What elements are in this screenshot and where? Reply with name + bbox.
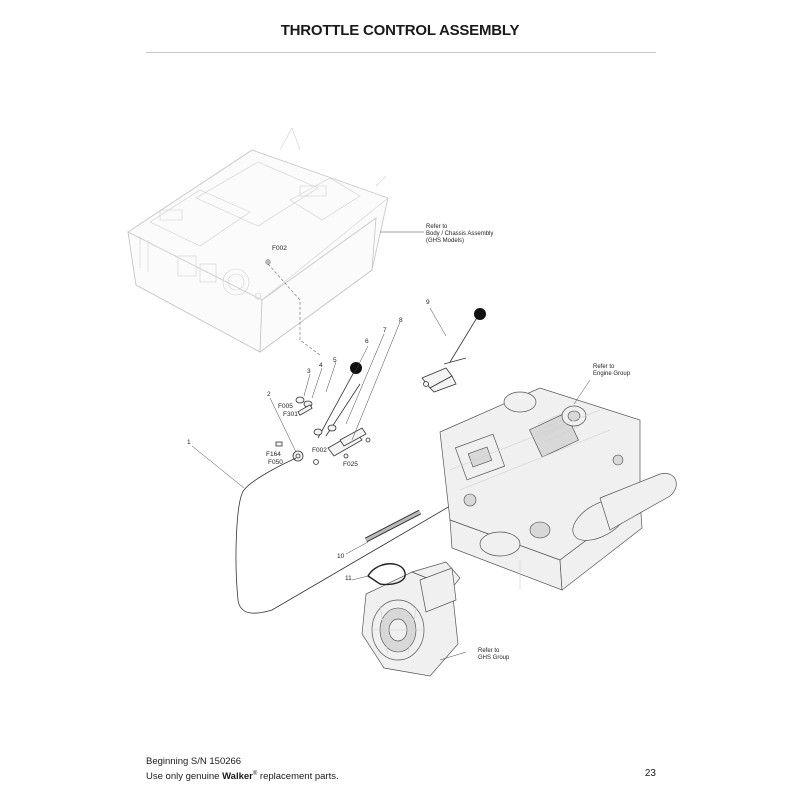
registered-mark: ® (252, 771, 258, 777)
serial-note: Beginning S/N 150266 (146, 756, 242, 767)
callout-f002-mid: F002 (312, 447, 327, 454)
brand-name: Walker (222, 771, 253, 783)
throttle-lever-assembly (269, 321, 401, 465)
callout-4: 4 (319, 362, 323, 369)
cable-sleeve-10 (345, 509, 422, 555)
page-title: THROTTLE CONTROL ASSEMBLY (280, 22, 520, 39)
reference-body: Refer to Body / Chassis Assembly (GHS Mo… (426, 224, 493, 244)
engine-illustration (439, 379, 677, 591)
reference-engine: Refer to Engine Group (593, 364, 631, 377)
callout-f301: F301 (283, 411, 298, 418)
callout-1: 1 (187, 439, 191, 446)
reference-body-line-1: Refer to (426, 224, 448, 230)
page-footer: Beginning S/N 150266 Use only genuine Wa… (146, 756, 339, 783)
callout-f005: F005 (278, 403, 293, 410)
parts-note-suffix: replacement parts. (257, 771, 339, 783)
callout-9: 9 (426, 299, 430, 306)
chassis-illustration (127, 127, 389, 353)
title-divider (146, 52, 656, 53)
callout-2: 2 (267, 391, 271, 398)
throttle-cable-1 (235, 449, 547, 614)
reference-ghs-line-2: GHS Group (478, 655, 510, 661)
callout-5: 5 (333, 357, 337, 364)
callout-f025: F025 (343, 461, 358, 468)
callout-10: 10 (337, 553, 345, 560)
callout-3: 3 (307, 368, 311, 375)
callout-7: 7 (383, 327, 387, 334)
throttle-lever-9 (421, 307, 486, 393)
callout-f164: F164 (266, 451, 281, 458)
page-number: 23 (644, 768, 656, 779)
reference-ghs-line-1: Refer to (478, 648, 500, 654)
reference-body-line-3: (GHS Models) (426, 238, 464, 244)
reference-ghs: Refer to GHS Group (478, 648, 510, 661)
reference-body-line-2: Body / Chassis Assembly (426, 231, 493, 237)
gasket-11 (351, 563, 406, 586)
reference-engine-line-1: Refer to (593, 364, 615, 370)
blower-housing (361, 561, 467, 677)
assembly-centerline (267, 263, 321, 356)
reference-engine-line-2: Engine Group (593, 371, 631, 377)
callout-11: 11 (345, 575, 352, 582)
callout-8: 8 (399, 317, 403, 324)
parts-note-prefix: Use only genuine (146, 771, 223, 783)
parts-note: Use only genuine Walker® replacement par… (146, 768, 339, 783)
callout-f050: F050 (268, 459, 283, 466)
callout-6: 6 (365, 338, 369, 345)
callout-f002-top: F002 (272, 245, 287, 252)
